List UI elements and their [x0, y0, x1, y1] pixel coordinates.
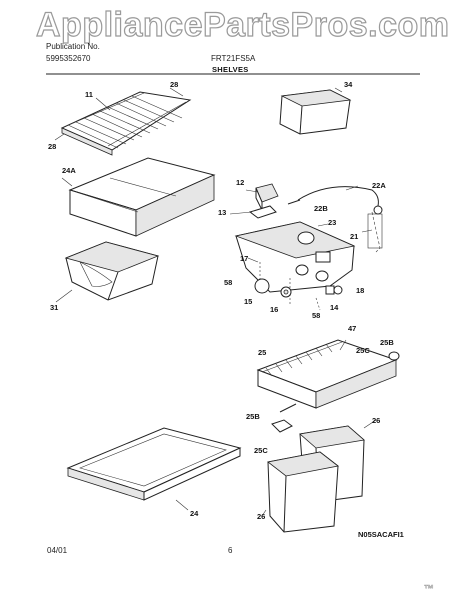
callout-31: 31: [50, 303, 59, 312]
callout-24a: 24A: [62, 166, 76, 175]
crisper-drawers-26-drawing: [261, 419, 377, 533]
model-number: FRT21FS5A: [211, 54, 256, 63]
callout-17: 17: [240, 254, 249, 263]
callout-15: 15: [244, 297, 253, 306]
diagram-code: N05SACAFI1: [358, 530, 404, 539]
callout-26-left: 26: [257, 512, 266, 521]
section-title: SHELVES: [212, 65, 249, 74]
callout-25: 25: [258, 348, 267, 357]
callout-22a: 22A: [372, 181, 386, 190]
wire-shelf-drawing: [54, 87, 192, 156]
callout-25c-top: 25C: [356, 346, 370, 355]
callout-34: 34: [344, 80, 353, 89]
callout-21: 21: [350, 232, 359, 241]
page-number: 6: [228, 546, 233, 555]
callout-13: 13: [218, 208, 227, 217]
glass-shelf-24a-drawing: [61, 157, 216, 237]
control-assembly-drawing: [229, 183, 383, 311]
shelf-25-drawing: [256, 339, 400, 433]
callout-26-right: 26: [372, 416, 381, 425]
callout-14: 14: [330, 303, 339, 312]
publication-label: Publication No.: [46, 42, 100, 51]
publication-number: 5995352670: [46, 54, 91, 63]
callout-24: 24: [190, 509, 199, 518]
callout-18: 18: [356, 286, 365, 295]
callout-28-bottom: 28: [48, 142, 57, 151]
callout-22b: 22B: [314, 204, 328, 213]
callout-25c-bottom: 25C: [254, 446, 268, 455]
watermark-trademark: ™: [424, 584, 435, 596]
callout-11: 11: [85, 90, 93, 99]
callout-25b-bottom: 25B: [246, 412, 260, 421]
callout-47: 47: [348, 324, 357, 333]
callout-25b-top: 25B: [380, 338, 394, 347]
pan-31-drawing: [55, 241, 160, 303]
callout-16: 16: [270, 305, 279, 314]
callout-23: 23: [328, 218, 337, 227]
callout-12: 12: [236, 178, 245, 187]
callout-58-right: 58: [312, 311, 321, 320]
drawer-34-drawing: [279, 87, 352, 135]
watermark-logo: AppliancePartsPros.com: [35, 5, 450, 44]
callout-28-top: 28: [170, 80, 179, 89]
footer-date: 04/01: [47, 546, 68, 555]
glass-shelf-24-drawing: [66, 427, 242, 511]
callout-58-left: 58: [224, 278, 233, 287]
